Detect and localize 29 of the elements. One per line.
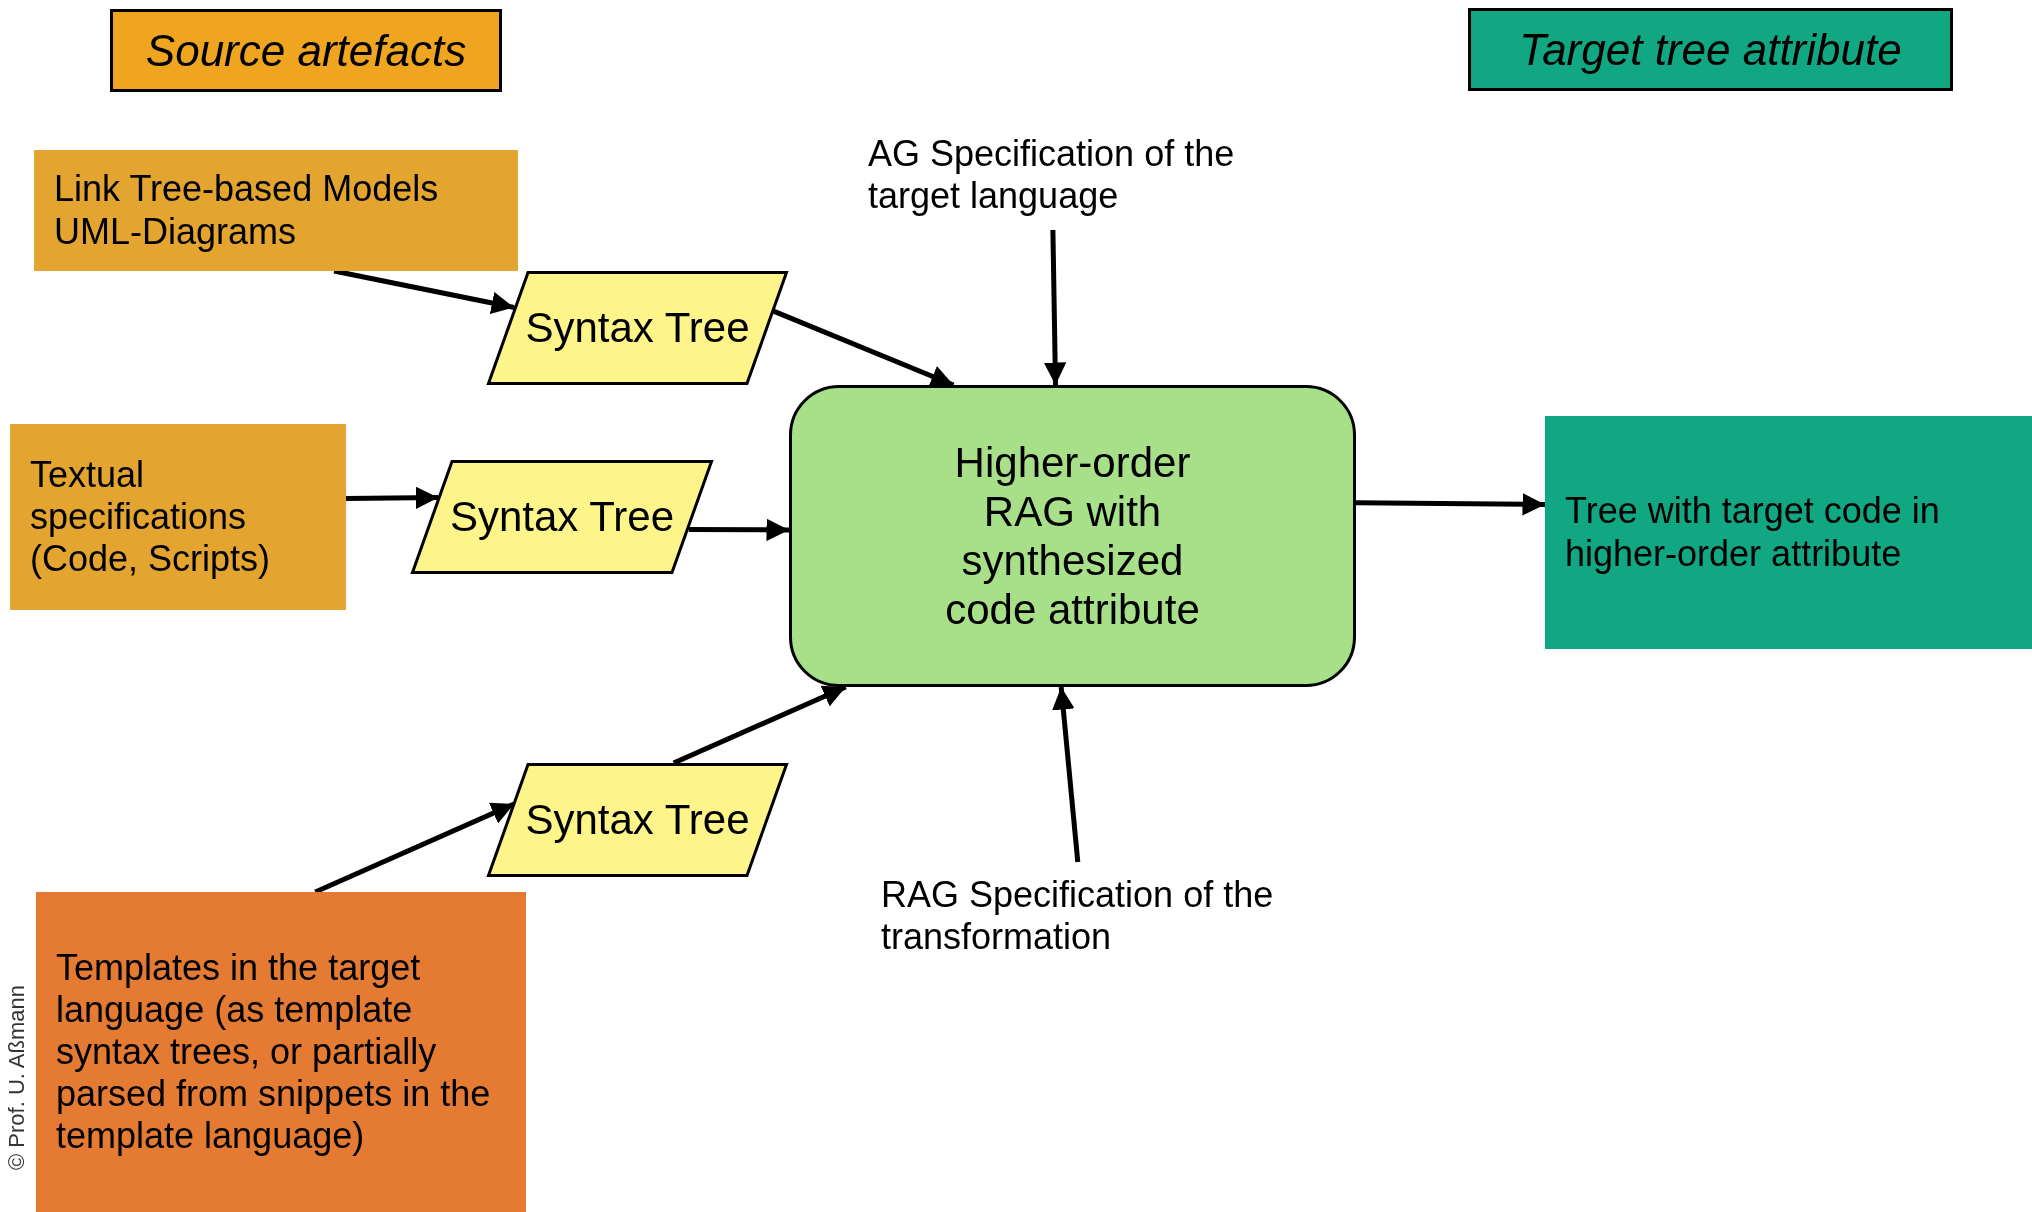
copyright-note: © Prof. U. Aßmann xyxy=(4,985,30,1170)
node-text: Source artefacts xyxy=(144,24,468,77)
data-parallelogram xyxy=(411,460,713,574)
arrow xyxy=(345,486,439,510)
arrow xyxy=(1043,229,1067,386)
heading-box xyxy=(110,9,502,92)
node-text: Higher-order RAG with synthesized code attribute xyxy=(944,437,1201,635)
source-box xyxy=(36,892,526,1212)
node-text: AG Specification of the target language xyxy=(868,132,1236,218)
node-text: Textual specifications (Code, Scripts) xyxy=(30,453,272,581)
node-text: Tree with target code in higher-order attribute xyxy=(1565,490,1941,575)
node-text: Templates in the target language (as template syntax trees, or partially parsed from snippets in the template language) xyxy=(56,946,492,1158)
arrow xyxy=(1355,493,1546,516)
node-text: RAG Specification of the transformation xyxy=(881,873,1275,959)
arrow xyxy=(688,518,789,542)
node-text: Syntax Tree xyxy=(448,492,676,542)
arrow xyxy=(1052,686,1081,863)
process-box xyxy=(789,385,1356,687)
source-box xyxy=(34,150,518,271)
heading-box xyxy=(1468,8,1953,91)
node-text: Syntax Tree xyxy=(524,795,751,845)
data-parallelogram xyxy=(487,763,788,877)
result-box xyxy=(1545,416,2032,649)
data-parallelogram xyxy=(487,271,788,385)
node-text: UML-Diagrams xyxy=(54,210,298,253)
source-box xyxy=(10,424,346,610)
node-text: Syntax Tree xyxy=(524,303,751,353)
node-text: Link Tree-based Models xyxy=(54,168,440,211)
node-text: Target tree attribute xyxy=(1518,23,1903,76)
